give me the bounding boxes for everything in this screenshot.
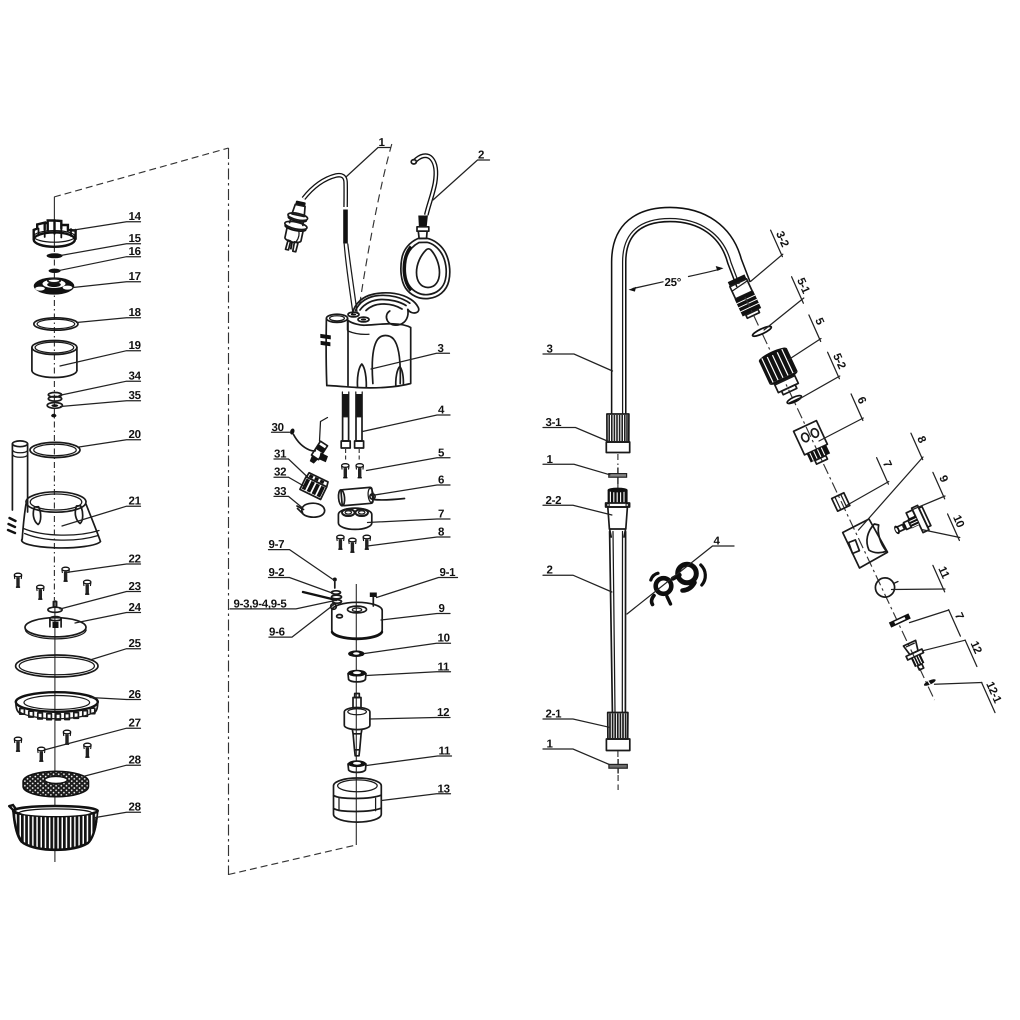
svg-text:9-2: 9-2 — [269, 567, 285, 579]
svg-text:28: 28 — [129, 802, 142, 814]
svg-text:31: 31 — [274, 449, 287, 461]
svg-text:6: 6 — [438, 475, 444, 487]
svg-text:2-2: 2-2 — [546, 495, 562, 507]
svg-text:30: 30 — [272, 422, 284, 434]
svg-text:5: 5 — [812, 316, 826, 327]
svg-text:9: 9 — [439, 603, 445, 615]
svg-text:28: 28 — [129, 755, 142, 767]
svg-text:2: 2 — [547, 565, 553, 577]
svg-text:6: 6 — [854, 395, 867, 405]
svg-text:9-3,9-4,9-5: 9-3,9-4,9-5 — [234, 598, 288, 610]
svg-text:7: 7 — [952, 611, 965, 621]
svg-text:35: 35 — [129, 390, 142, 402]
svg-text:2: 2 — [478, 150, 484, 162]
svg-text:24: 24 — [129, 602, 142, 614]
svg-text:16: 16 — [129, 246, 141, 258]
svg-text:12: 12 — [437, 707, 449, 719]
svg-text:7: 7 — [438, 509, 444, 521]
svg-text:3-1: 3-1 — [546, 417, 563, 429]
svg-text:1: 1 — [547, 739, 554, 751]
svg-text:19: 19 — [129, 340, 141, 352]
svg-text:8: 8 — [438, 527, 445, 539]
svg-text:25: 25 — [129, 638, 142, 650]
svg-text:7: 7 — [880, 459, 893, 469]
svg-text:22: 22 — [129, 554, 141, 566]
svg-text:4: 4 — [714, 536, 721, 548]
svg-text:32: 32 — [274, 467, 286, 479]
svg-text:23: 23 — [129, 581, 141, 593]
svg-text:15: 15 — [129, 233, 142, 245]
svg-text:13: 13 — [438, 783, 450, 795]
svg-text:21: 21 — [129, 496, 142, 508]
svg-text:33: 33 — [274, 486, 286, 498]
svg-text:11: 11 — [438, 661, 450, 673]
svg-text:9-6: 9-6 — [269, 627, 285, 639]
svg-text:2-1: 2-1 — [546, 709, 563, 721]
svg-text:26: 26 — [129, 689, 141, 701]
svg-text:17: 17 — [129, 271, 141, 283]
svg-text:9-1: 9-1 — [440, 567, 457, 579]
svg-text:1: 1 — [379, 137, 386, 149]
svg-text:25°: 25° — [665, 277, 682, 289]
svg-text:10: 10 — [438, 633, 450, 645]
svg-text:18: 18 — [129, 307, 142, 319]
svg-text:5: 5 — [438, 447, 445, 459]
svg-text:1: 1 — [547, 454, 554, 466]
svg-text:27: 27 — [129, 718, 141, 730]
svg-text:12: 12 — [968, 640, 984, 656]
svg-text:9-7: 9-7 — [269, 539, 285, 551]
svg-text:14: 14 — [129, 211, 142, 223]
svg-text:8: 8 — [914, 434, 928, 445]
svg-text:4: 4 — [438, 405, 445, 417]
svg-text:3: 3 — [547, 344, 553, 356]
svg-text:9: 9 — [936, 474, 949, 484]
svg-text:20: 20 — [129, 429, 141, 441]
svg-text:10: 10 — [950, 513, 966, 529]
svg-text:34: 34 — [129, 371, 142, 383]
svg-text:11: 11 — [439, 746, 451, 758]
svg-text:3: 3 — [438, 343, 444, 355]
